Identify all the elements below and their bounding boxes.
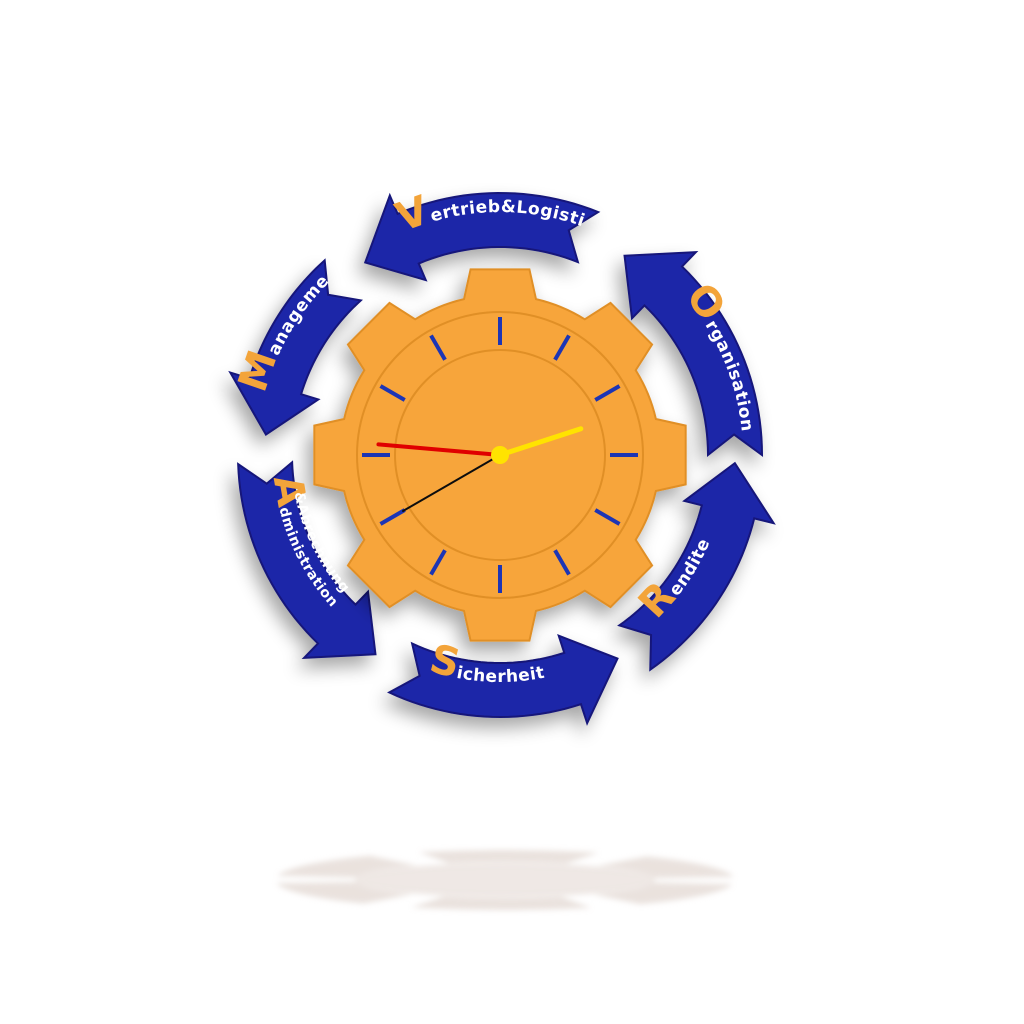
arrow-vertrieb <box>363 192 601 282</box>
clock-tick <box>429 334 447 361</box>
floor-shadow-center <box>355 863 655 897</box>
floor-shadow-segment <box>276 881 413 904</box>
clock-tick <box>553 549 571 576</box>
arrow-sicherheit <box>387 634 619 726</box>
clock-tick <box>429 549 447 576</box>
floor-shadow-segment <box>593 882 733 905</box>
arrow-management <box>228 258 363 436</box>
clock-tick <box>379 384 406 402</box>
clock-ring-inner <box>394 349 606 561</box>
label-management: Management <box>0 0 333 397</box>
label-vertrieb: Vertrieb&Logistik <box>0 0 587 241</box>
minute-hand <box>376 442 508 458</box>
second-hand <box>402 450 508 512</box>
gear-clock <box>313 268 687 642</box>
arrow-rendite <box>617 461 776 672</box>
clock-ticks <box>362 317 638 593</box>
hour-hand <box>491 426 584 460</box>
floor-shadow-segment <box>411 896 592 910</box>
clock-tick <box>553 334 571 361</box>
clock-hub <box>491 446 509 464</box>
label-rest-management: anagement <box>0 0 333 358</box>
clock-ring-outer <box>356 311 644 599</box>
floor-shadow <box>276 850 734 910</box>
label-initial-administration: A <box>264 472 315 511</box>
floor-shadow-segment <box>418 850 599 864</box>
clock-tick <box>594 384 621 402</box>
floor-shadow-segment <box>597 856 734 879</box>
arrow-administration <box>237 460 377 659</box>
arrow-organisation <box>623 251 764 458</box>
floor-shadow-segment <box>277 855 417 878</box>
clock-tick <box>594 508 621 526</box>
arrow-ring <box>228 192 776 726</box>
clock-tick <box>379 508 406 526</box>
